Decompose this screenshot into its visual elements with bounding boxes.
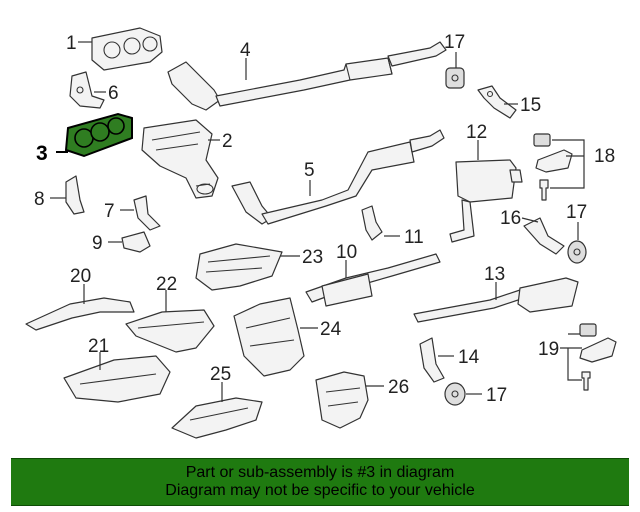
callout-12[interactable]: 12 [466, 122, 487, 143]
part-24-heat-shield[interactable] [233, 297, 305, 377]
callout-20[interactable]: 20 [70, 266, 91, 287]
callout-13[interactable]: 13 [484, 264, 505, 285]
callout-26[interactable]: 26 [388, 377, 409, 398]
part-23-heat-shield[interactable] [195, 243, 283, 291]
part-12-muffler[interactable] [449, 159, 523, 243]
notice-banner: Part or sub-assembly is #3 in diagram Di… [11, 458, 629, 506]
part-9-bracket[interactable] [121, 231, 151, 253]
part-18-tail-tip-set[interactable] [533, 133, 573, 201]
callout-8[interactable]: 8 [34, 189, 45, 210]
callout-15[interactable]: 15 [520, 95, 541, 116]
part-11-hanger[interactable] [361, 205, 383, 241]
part-10-resonator-pipe[interactable] [305, 253, 441, 307]
callout-17a[interactable]: 17 [444, 32, 465, 53]
callout-1[interactable]: 1 [66, 33, 77, 54]
callout-10[interactable]: 10 [336, 242, 357, 263]
part-16-bracket[interactable] [523, 217, 565, 255]
callout-21[interactable]: 21 [88, 336, 109, 357]
part-25-heat-shield[interactable] [171, 397, 263, 439]
callout-18[interactable]: 18 [594, 146, 615, 167]
part-17-hanger-top[interactable] [445, 67, 465, 89]
callout-24[interactable]: 24 [320, 319, 342, 340]
leader-19 [560, 333, 582, 381]
leader-18 [550, 139, 585, 189]
callout-4[interactable]: 4 [240, 40, 251, 61]
callout-19[interactable]: 19 [538, 339, 559, 360]
part-2-exhaust-manifold[interactable] [141, 119, 219, 199]
callout-2[interactable]: 2 [222, 131, 233, 152]
part-22-heat-shield[interactable] [125, 309, 215, 353]
part-26-heat-shield[interactable] [315, 371, 369, 429]
part-21-heat-shield[interactable] [63, 355, 171, 403]
callout-7[interactable]: 7 [104, 201, 115, 222]
part-7-bracket[interactable] [133, 195, 161, 231]
part-5-intermediate-pipe[interactable] [231, 129, 445, 225]
part-19-tail-tip-set[interactable] [579, 323, 617, 391]
callout-3[interactable]: 3 [36, 142, 48, 165]
leader-16 [521, 217, 539, 223]
part-20-heat-shield[interactable] [25, 297, 135, 331]
callout-6[interactable]: 6 [108, 83, 119, 104]
part-14-bracket[interactable] [419, 337, 445, 383]
callout-23[interactable]: 23 [302, 247, 323, 268]
exhaust-parts-diagram: 1 6 3 2 4 17 15 [25, 27, 617, 439]
part-4-front-pipe-catalyst[interactable] [167, 41, 447, 111]
callout-14[interactable]: 14 [458, 347, 480, 368]
callout-25[interactable]: 25 [210, 364, 231, 385]
callout-22[interactable]: 22 [156, 274, 177, 295]
callout-11[interactable]: 11 [404, 227, 424, 248]
part-17-hanger-right[interactable] [567, 240, 587, 264]
callout-9[interactable]: 9 [92, 233, 103, 254]
banner-line-1: Part or sub-assembly is #3 in diagram [185, 464, 455, 481]
part-17-hanger-bottom[interactable] [444, 382, 466, 406]
part-3-manifold-gasket-highlighted[interactable] [64, 112, 133, 158]
callout-16[interactable]: 16 [500, 208, 521, 229]
part-15-bracket[interactable] [477, 85, 517, 119]
callout-17b[interactable]: 17 [566, 202, 587, 223]
part-6-bracket[interactable] [69, 71, 105, 109]
callout-17c[interactable]: 17 [486, 385, 507, 406]
part-8-bracket[interactable] [65, 175, 85, 215]
callout-5[interactable]: 5 [304, 160, 315, 181]
banner-line-2: Diagram may not be specific to your vehi… [165, 482, 475, 499]
part-1-manifold-gasket[interactable] [91, 27, 163, 71]
